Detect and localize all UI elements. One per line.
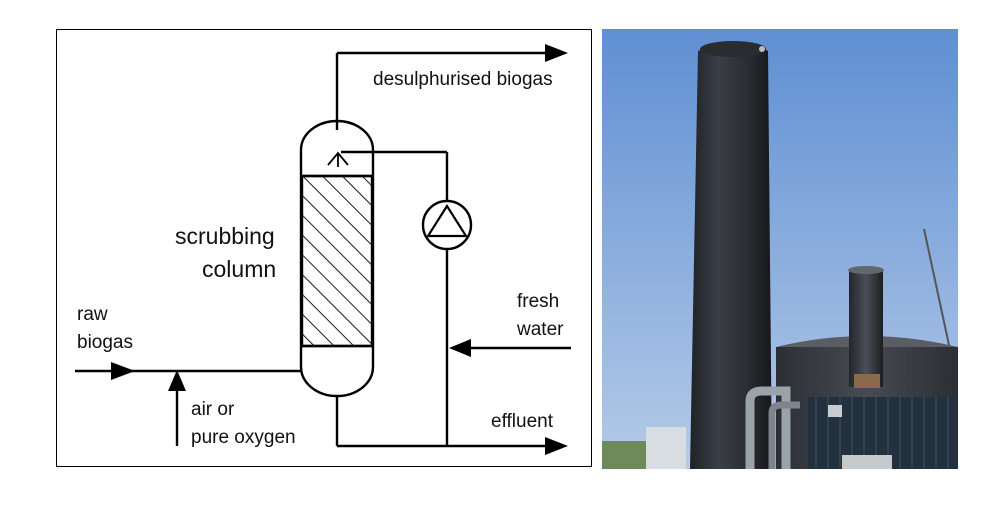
antenna-mast <box>923 228 953 360</box>
arrowhead-icon <box>545 44 568 62</box>
column-vessel <box>299 119 375 398</box>
label-desulphurised-biogas: desulphurised biogas <box>373 69 553 90</box>
label-column: column <box>202 256 277 282</box>
arrowhead-icon <box>545 437 568 455</box>
exhaust-stack <box>849 269 883 387</box>
label-scrubbing: scrubbing <box>175 223 275 249</box>
arrowhead-icon <box>111 362 135 380</box>
label-fresh: fresh <box>517 291 560 312</box>
small-building <box>646 427 686 469</box>
scrubbing-tower <box>690 42 772 469</box>
scrubber-photo <box>602 29 958 469</box>
label-biogas: biogas <box>77 332 133 353</box>
label-water: water <box>517 319 564 340</box>
arrowhead-icon <box>449 339 471 357</box>
pump-triangle <box>426 203 468 238</box>
pipework <box>745 386 791 469</box>
scrubber-photo-illustration <box>602 29 958 469</box>
label-effluent: effluent <box>491 411 553 432</box>
label-air-or: air or <box>191 399 235 420</box>
label-raw: raw <box>77 304 108 325</box>
packing-bed <box>300 174 374 348</box>
process-diagram <box>75 44 571 455</box>
process-diagram-panel: desulphurised biogas scrubbing column ra… <box>56 29 592 467</box>
spray-nozzle-icon <box>327 151 349 167</box>
arrowhead-icon <box>168 370 186 391</box>
label-pure-oxygen: pure oxygen <box>191 427 296 448</box>
